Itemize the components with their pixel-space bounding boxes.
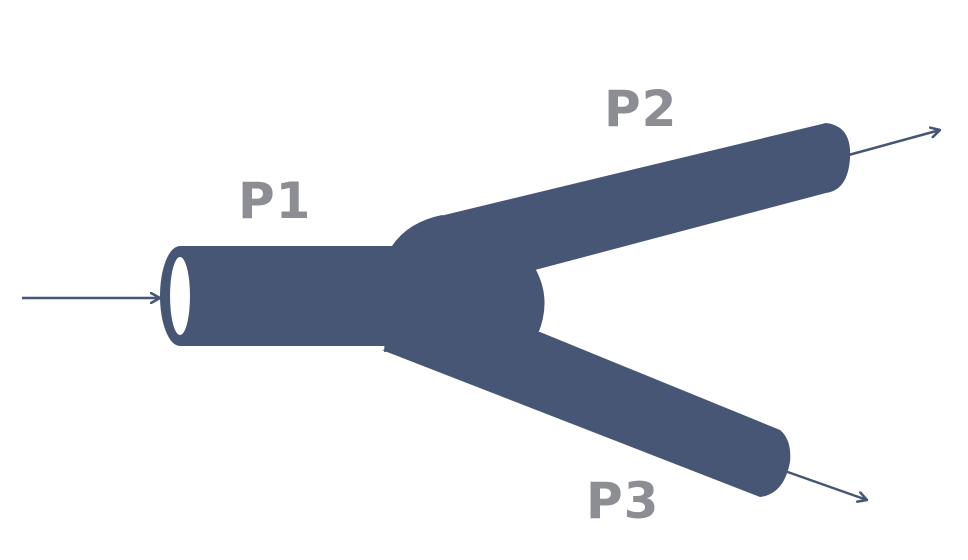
pipe-main-p1 [180,246,396,346]
outlet-p2-flow-arrow [844,130,940,158]
label-p3: P3 [586,472,660,530]
label-p2: P2 [604,80,678,138]
label-p1: P1 [238,172,312,230]
outlet-p3-flow-arrow [781,468,867,500]
pipe-junction [384,215,545,352]
pipe-branch-p2 [432,123,851,270]
pipe-branch-p3 [382,332,791,497]
pipe-opening [170,257,190,335]
